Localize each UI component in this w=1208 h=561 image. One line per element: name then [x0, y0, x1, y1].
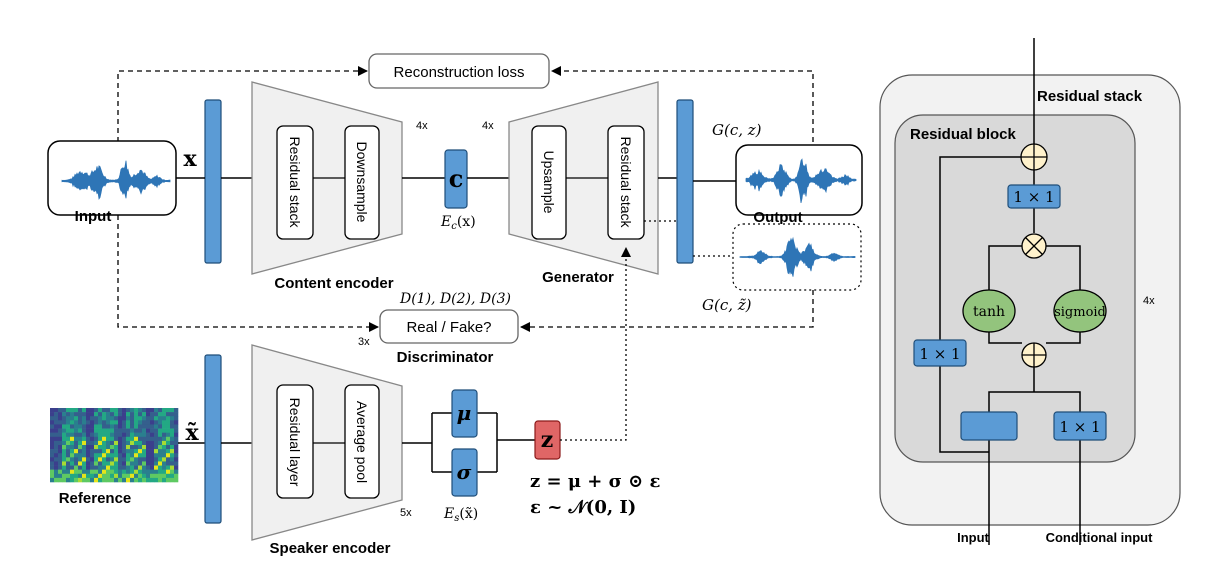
reference-label: Reference — [59, 490, 132, 507]
tanh-label: tanh — [973, 304, 1005, 320]
z-label: z — [541, 427, 554, 453]
panel-input-label: Input — [957, 530, 989, 545]
residual-stack-title: Residual stack — [1037, 88, 1143, 105]
reference-spectrogram — [50, 408, 179, 483]
sigma-block — [451, 448, 478, 497]
generator-repeat: 4x — [482, 120, 494, 132]
input-feature-bar — [204, 99, 222, 264]
output-waveform — [745, 158, 857, 203]
generator-label: Generator — [542, 269, 614, 286]
dashed-input-to-disc — [117, 215, 379, 332]
x-label: x — [183, 146, 197, 172]
dotted-z-to-generator — [560, 247, 631, 441]
conv-1x1-conditional-label: 1 × 1 — [1059, 418, 1100, 436]
z-equation: z = μ + σ ⊙ ε — [530, 471, 660, 492]
ec-x-label: Ec(x) — [440, 214, 476, 232]
g-cz-label: G(c, z) — [712, 121, 762, 139]
input-label: Input — [75, 208, 112, 225]
eps-equation: ε ~ 𝒩(0, I) — [530, 497, 636, 518]
residual-wires — [939, 38, 1081, 545]
upsample-box — [531, 125, 567, 240]
upsample-label: Upsample — [541, 150, 557, 213]
es-x-label: Es(x̃) — [443, 506, 478, 524]
downsample-label: Downsample — [354, 142, 370, 223]
residual-layer-box — [276, 384, 314, 499]
conv-1x1-top-label: 1 × 1 — [1013, 188, 1054, 206]
sigma-label: σ — [457, 460, 472, 484]
average-pool-box — [344, 384, 380, 499]
residual-add-top-sign — [1021, 144, 1047, 170]
d-labels: D(1), D(2), D(3) — [399, 291, 511, 307]
sigmoid-activation — [1053, 289, 1107, 333]
fake-waveform — [739, 236, 856, 277]
g-cz-tilde-label: G(c, z̃) — [702, 296, 752, 314]
mu-label: μ — [457, 401, 472, 425]
reconstruction-loss-box — [368, 53, 550, 89]
content-residual-stack-label: Residual stack — [287, 136, 303, 228]
dilated-conv-block — [960, 411, 1018, 441]
dashed-output-to-recon — [551, 66, 814, 142]
input-waveform — [61, 160, 171, 200]
output-feature-bar — [676, 99, 694, 264]
residual-panel-repeat: 4x — [1143, 295, 1155, 307]
residual-block-panel — [894, 114, 1136, 463]
conv-1x1-skip-label: 1 × 1 — [919, 345, 960, 363]
reconstruction-loss-label: Reconstruction loss — [394, 64, 525, 81]
x-tilde-label: x̃ — [185, 420, 199, 446]
conv-1x1-top — [1007, 184, 1061, 209]
output-label: Output — [753, 209, 802, 226]
residual-block-title: Residual block — [910, 126, 1017, 143]
branch-lines — [431, 412, 498, 473]
speaker-encoder-label: Speaker encoder — [270, 540, 391, 557]
content-code-block — [444, 149, 468, 209]
real-fake-box — [379, 309, 519, 344]
tanh-activation — [962, 289, 1016, 333]
discriminator-label: Discriminator — [397, 349, 494, 366]
gen-residual-stack-label: Residual stack — [618, 136, 634, 228]
gen-residual-stack-box — [607, 125, 645, 240]
average-pool-label: Average pool — [354, 401, 370, 483]
speaker-encoder-repeat: 5x — [400, 507, 412, 519]
downsample-box — [344, 125, 380, 240]
residual-layer-label: Residual layer — [287, 398, 303, 487]
residual-add-middle-sign — [1022, 343, 1046, 367]
conv-1x1-skip — [913, 339, 967, 367]
sigmoid-label: sigmoid — [1054, 305, 1106, 320]
dashed-input-to-recon — [117, 66, 368, 142]
reference-feature-bar — [204, 354, 222, 524]
c-label: c — [449, 164, 464, 193]
content-encoder-label: Content encoder — [274, 275, 393, 292]
gate-multiply-sign — [1025, 237, 1043, 255]
mu-block — [451, 389, 478, 438]
content-encoder-repeat: 4x — [416, 120, 428, 132]
real-fake-label: Real / Fake? — [406, 319, 491, 336]
panel-conditional-input-label: Conditional input — [1046, 530, 1154, 545]
dashed-output-to-disc — [520, 290, 814, 332]
discriminator-repeat: 3x — [358, 336, 370, 348]
content-residual-stack-box — [276, 125, 314, 240]
conv-1x1-conditional — [1053, 411, 1107, 441]
